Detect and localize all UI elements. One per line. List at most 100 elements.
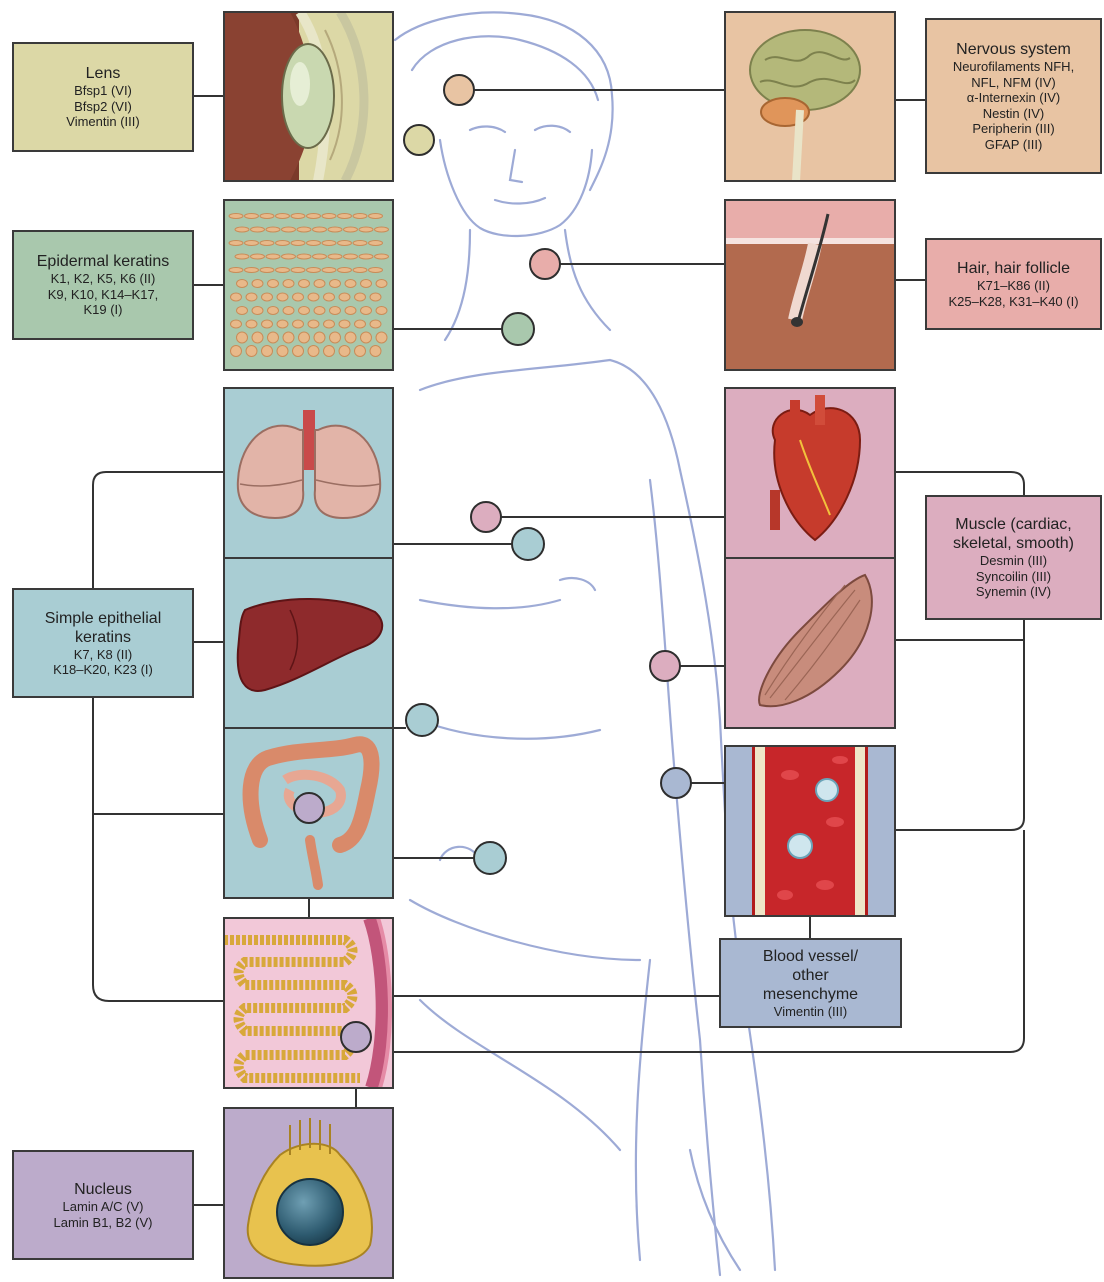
epidermal-cell [355, 293, 366, 301]
label-line: K1, K2, K5, K6 (II) [51, 271, 156, 287]
epidermal-cell [235, 227, 249, 232]
label-line: K19 (I) [83, 302, 122, 318]
epidermal-cell [328, 227, 342, 232]
epidermal-cell [345, 332, 356, 343]
epidermal-cell [266, 254, 280, 259]
epidermal-cell [299, 332, 310, 343]
label-line: Vimentin (III) [66, 114, 139, 130]
epidermal-cell [376, 332, 387, 343]
epidermal-cell [359, 227, 373, 232]
epidermal-cell [260, 268, 274, 273]
label-line: K7, K8 (II) [74, 647, 133, 663]
label-line: Lamin B1, B2 (V) [54, 1215, 153, 1231]
epidermal-cell [276, 268, 290, 273]
label-line: Lamin A/C (V) [63, 1199, 144, 1215]
marker-nucleus-villi [341, 1022, 371, 1052]
epidermal-cell [361, 307, 372, 315]
marker-nucleus-intestine [294, 793, 324, 823]
epidermal-cell [307, 268, 321, 273]
marker-blood [661, 768, 691, 798]
epidermal-cell [339, 293, 350, 301]
epidermal-cell [245, 268, 259, 273]
label-line: GFAP (III) [985, 137, 1043, 153]
epidermal-cell [345, 307, 356, 315]
epidermal-cell [276, 214, 290, 219]
epidermal-cell [322, 241, 336, 246]
epidermal-cell [314, 332, 325, 343]
epidermal-cell [246, 320, 257, 328]
epidermal-cell [339, 346, 350, 357]
label-line: K71–K86 (II) [977, 278, 1050, 294]
label-title: Blood vessel/ other mesenchyme [721, 947, 900, 1004]
epidermal-cell [291, 214, 305, 219]
epidermal-cell [237, 332, 248, 343]
epidermal-cell [308, 346, 319, 357]
label-title: Nucleus [74, 1180, 132, 1199]
epidermal-cell [268, 307, 279, 315]
label-box-simple: Simple epithelial keratins K7, K8 (II) K… [12, 588, 194, 698]
label-box-nervous: Nervous system Neurofilaments NFH, NFL, … [925, 18, 1102, 174]
epidermal-cell [376, 307, 387, 315]
marker-epidermal [502, 313, 534, 345]
label-line: Nestin (IV) [983, 106, 1044, 122]
label-line: K25–K28, K31–K40 (I) [948, 294, 1078, 310]
epidermal-cell [246, 293, 257, 301]
epidermal-cell [266, 227, 280, 232]
marker-simple-lung [512, 528, 544, 560]
marker-muscle-skeletal [650, 651, 680, 681]
epidermal-cell [283, 307, 294, 315]
epidermal-cell [268, 280, 279, 288]
skeletal-muscle-illustration [725, 558, 895, 728]
epidermal-cell [299, 307, 310, 315]
epidermis-illustration [224, 200, 393, 370]
epidermal-cell [344, 227, 358, 232]
epidermal-cell [353, 268, 367, 273]
epidermal-cell [245, 241, 259, 246]
label-title: Hair, hair follicle [957, 259, 1070, 278]
epidermal-cell [369, 214, 383, 219]
label-title: Nervous system [956, 40, 1071, 59]
epidermal-cell [297, 254, 311, 259]
epidermal-cell [361, 332, 372, 343]
epidermal-cell [376, 280, 387, 288]
label-line: Desmin (III) [980, 553, 1047, 569]
eye-lens-illustration [224, 12, 393, 181]
epidermal-cell [293, 293, 304, 301]
epidermal-cell [370, 293, 381, 301]
epidermal-cell [322, 268, 336, 273]
epidermal-cell [330, 280, 341, 288]
label-line: Synemin (IV) [976, 584, 1051, 600]
epidermal-cell [369, 268, 383, 273]
epidermal-cell [262, 293, 273, 301]
cell-nucleus-illustration [224, 1108, 393, 1278]
label-line: α-Internexin (IV) [967, 90, 1061, 106]
epidermal-cell [361, 280, 372, 288]
epidermal-cell [251, 254, 265, 259]
epidermal-cell [229, 268, 243, 273]
brain-illustration [725, 12, 895, 181]
lungs-illustration [224, 388, 393, 558]
epidermal-cell [282, 227, 296, 232]
label-line: Neurofilaments NFH, [953, 59, 1074, 75]
heart-illustration [725, 388, 895, 558]
epidermal-cell [370, 346, 381, 357]
marker-lens [404, 125, 434, 155]
epidermal-cell [355, 346, 366, 357]
epidermal-cell [231, 293, 242, 301]
epidermal-cell [314, 280, 325, 288]
epidermal-cell [355, 320, 366, 328]
epidermal-cell [324, 346, 335, 357]
epidermal-cell [324, 320, 335, 328]
epidermal-cell [307, 214, 321, 219]
epidermal-cell [283, 332, 294, 343]
epidermal-cell [293, 346, 304, 357]
epidermal-cell [338, 268, 352, 273]
epidermal-cell [252, 332, 263, 343]
epidermal-cell [231, 320, 242, 328]
epidermal-cell [277, 320, 288, 328]
epidermal-cell [262, 320, 273, 328]
epidermal-cell [308, 293, 319, 301]
epidermal-cell [246, 346, 257, 357]
marker-nervous [444, 75, 474, 105]
